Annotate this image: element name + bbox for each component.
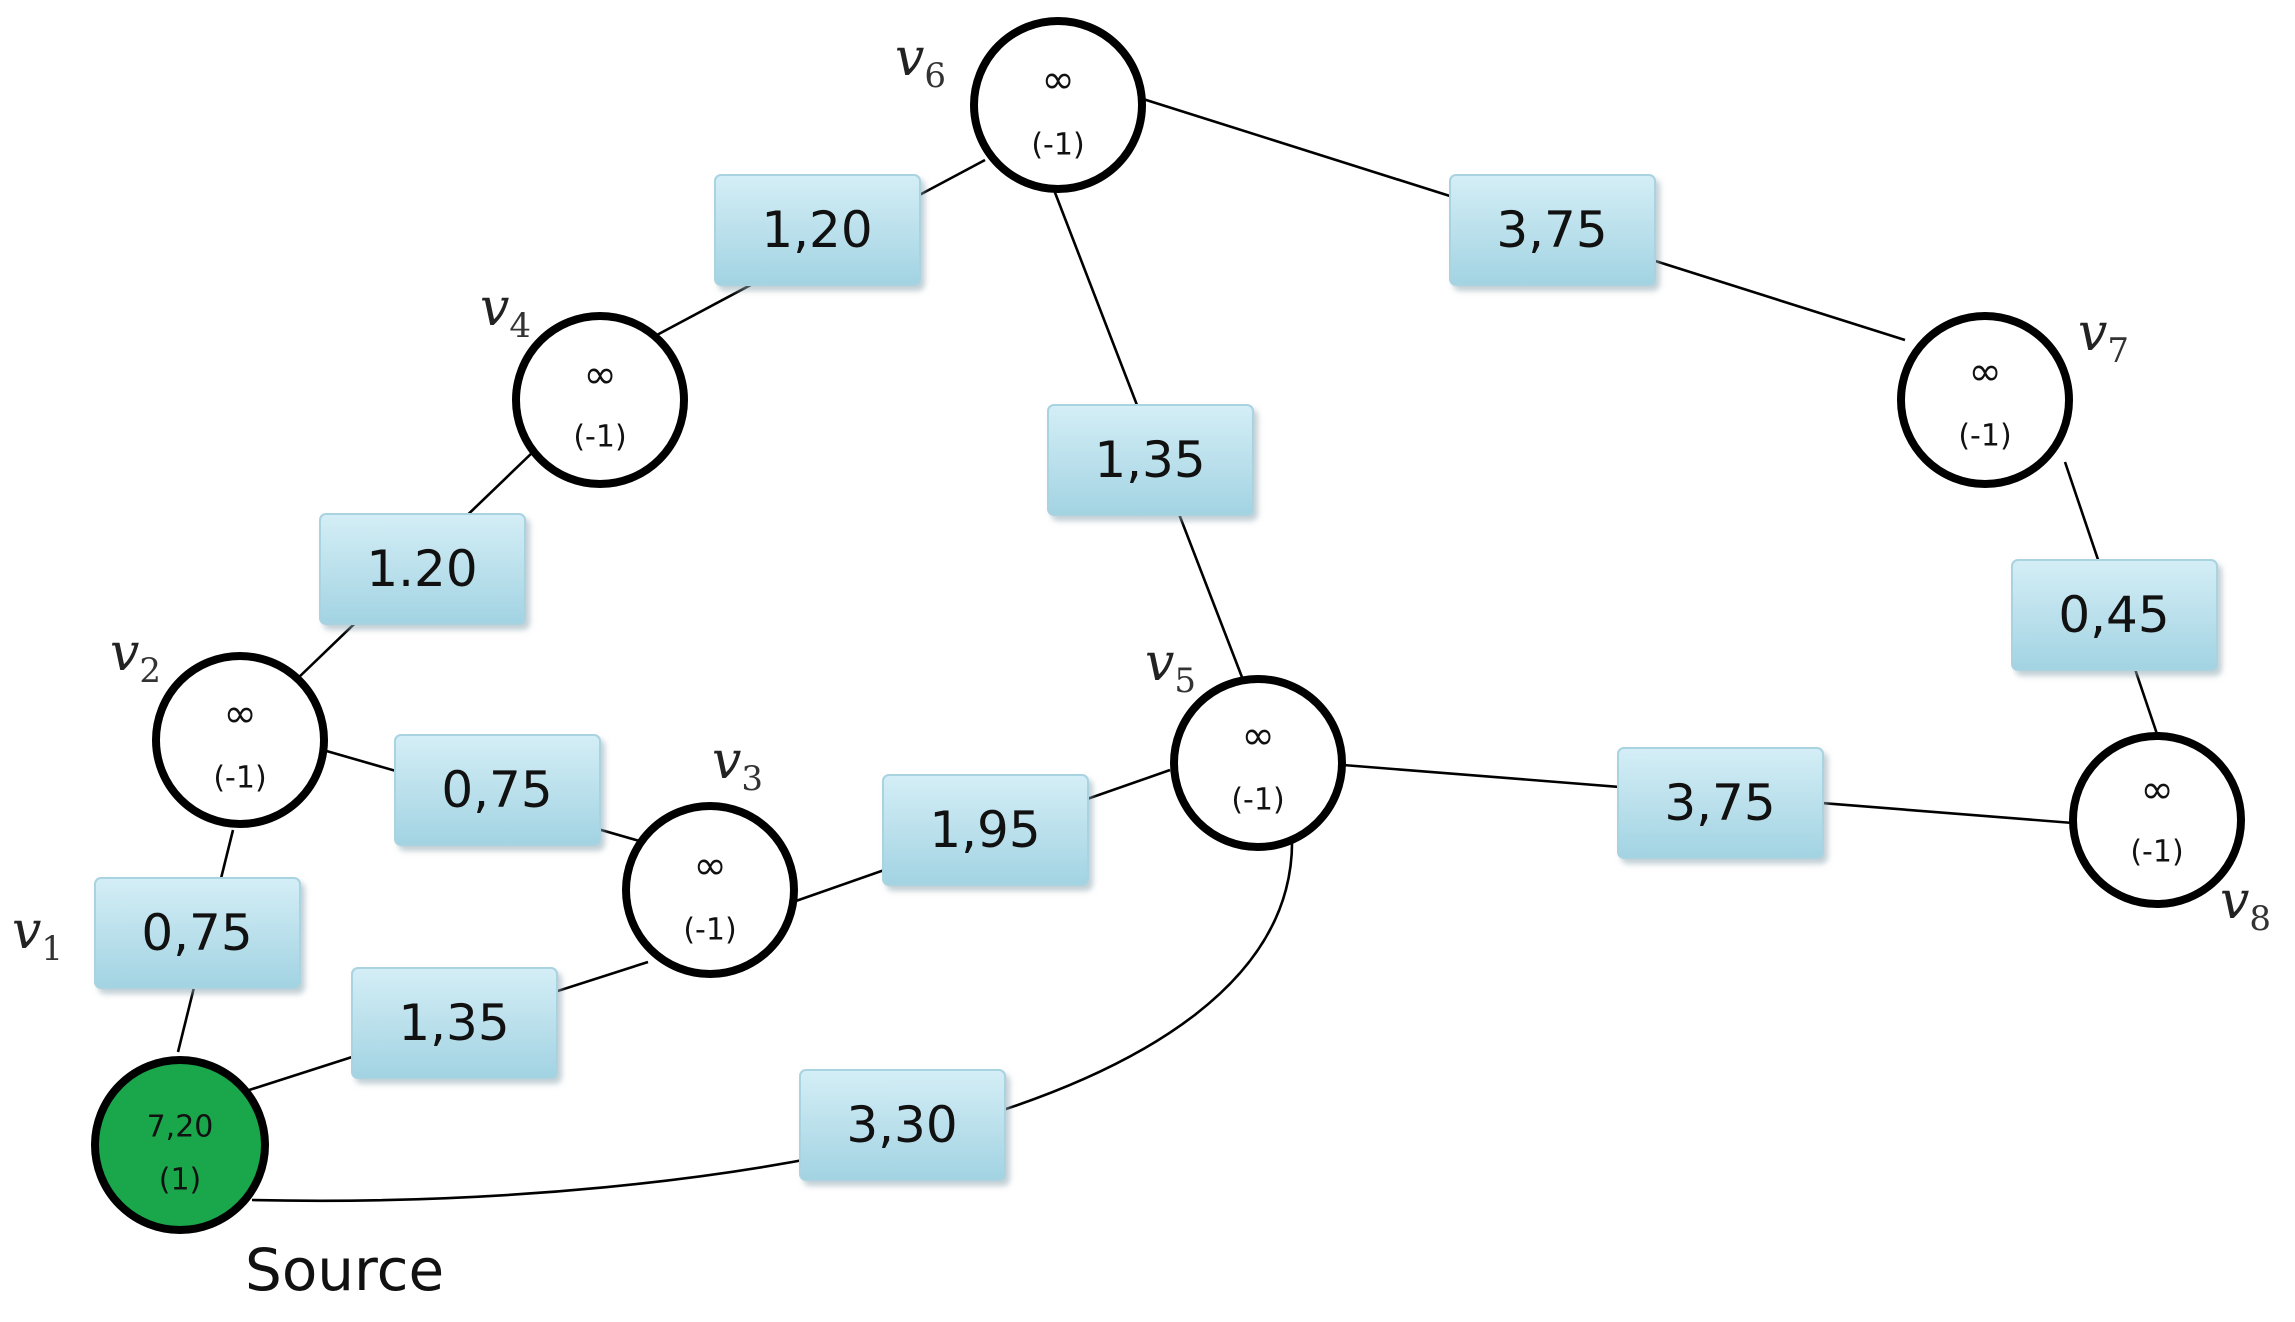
- label-v2-sub: 2: [139, 651, 161, 691]
- weight-label: 3,30: [846, 1096, 957, 1154]
- weight-v7-v8: 0,45: [2011, 559, 2218, 671]
- weight-box: [1047, 404, 1254, 516]
- node-predecessor: (-1): [2130, 835, 2183, 870]
- weight-label: 3,75: [1664, 774, 1775, 832]
- label-v2: v2: [110, 623, 161, 691]
- weight-label: 1,20: [761, 201, 872, 259]
- label-v8-letter: v: [2220, 871, 2249, 931]
- label-v5: v5: [1145, 633, 1196, 701]
- weight-v3-v5: 1,95: [882, 774, 1089, 886]
- node-v2: ∞ (-1): [152, 652, 328, 828]
- label-v2-letter: v: [110, 623, 139, 683]
- label-v5-sub: 5: [1174, 661, 1196, 701]
- weight-label: 0,45: [2058, 586, 2169, 644]
- label-v1-sub: 1: [41, 929, 63, 969]
- node-v3: ∞ (-1): [622, 802, 798, 978]
- node-distance: ∞: [693, 843, 726, 889]
- source-caption: Source: [245, 1236, 444, 1304]
- weight-source-v2: 0,75: [94, 877, 301, 989]
- node-v6: ∞ (-1): [970, 17, 1146, 193]
- node-distance: ∞: [583, 352, 616, 398]
- weight-label: 1,35: [398, 994, 509, 1052]
- nodes: 7,20 (1) ∞ (-1) ∞ (-1) ∞ (-1) ∞ (-1) ∞ (…: [91, 17, 2245, 1234]
- node-circle: [152, 652, 328, 828]
- label-v4-letter: v: [480, 278, 509, 338]
- weight-box: [319, 513, 526, 625]
- weight-box: [1449, 174, 1656, 286]
- node-predecessor: (-1): [1231, 783, 1284, 818]
- node-predecessor: (1): [159, 1163, 202, 1198]
- weight-box: [351, 967, 558, 1079]
- weight-v2-v4: 1.20: [319, 513, 526, 625]
- node-v5: ∞ (-1): [1170, 675, 1346, 851]
- node-circle: [1170, 675, 1346, 851]
- node-circle: [622, 802, 798, 978]
- node-distance: ∞: [2140, 767, 2173, 813]
- weight-box: [714, 174, 921, 286]
- node-distance: ∞: [1241, 713, 1274, 759]
- weight-box: [1617, 747, 1824, 859]
- node-v8: ∞ (-1): [2069, 732, 2245, 908]
- weight-v6-v7: 3,75: [1449, 174, 1656, 286]
- label-v8-sub: 8: [2249, 899, 2271, 939]
- label-v7-letter: v: [2078, 303, 2107, 363]
- node-v4: ∞ (-1): [512, 312, 688, 488]
- label-v4: v4: [480, 278, 531, 346]
- label-v6-letter: v: [895, 28, 924, 88]
- label-v3-letter: v: [712, 731, 741, 791]
- weight-label: 0,75: [441, 761, 552, 819]
- node-distance: ∞: [1041, 57, 1074, 103]
- weight-source-v5: 3,30: [799, 1069, 1006, 1181]
- label-v1: v1: [12, 901, 63, 969]
- node-circle: [2069, 732, 2245, 908]
- node-predecessor: (-1): [1031, 128, 1084, 163]
- weight-box: [94, 877, 301, 989]
- node-source: 7,20 (1): [91, 1056, 269, 1234]
- weight-label: 1,95: [929, 801, 1040, 859]
- weight-v6-v5: 1,35: [1047, 404, 1254, 516]
- edge-weights: 0,75 1,35 3,30 1.20 0,75 1,20 1,95 1,35: [94, 174, 2218, 1181]
- weight-box: [882, 774, 1089, 886]
- label-v7: v7: [2078, 303, 2129, 371]
- node-circle: [91, 1056, 269, 1234]
- weight-box: [2011, 559, 2218, 671]
- node-labels: v1 v2 v3 v4 v5 v6 v7 v8: [12, 28, 2271, 969]
- label-v3-sub: 3: [741, 759, 763, 799]
- weight-source-v3: 1,35: [351, 967, 558, 1079]
- node-circle: [970, 17, 1146, 193]
- weight-v2-v3: 0,75: [394, 734, 601, 846]
- node-distance: 7,20: [147, 1110, 214, 1145]
- weight-label: 0,75: [141, 904, 252, 962]
- label-v8: v8: [2220, 871, 2271, 939]
- node-predecessor: (-1): [683, 913, 736, 948]
- node-v7: ∞ (-1): [1897, 312, 2073, 488]
- weight-v5-v8: 3,75: [1617, 747, 1824, 859]
- weight-label: 3,75: [1496, 201, 1607, 259]
- label-v1-letter: v: [12, 901, 41, 961]
- node-predecessor: (-1): [213, 761, 266, 796]
- node-circle: [512, 312, 688, 488]
- label-v7-sub: 7: [2107, 331, 2129, 371]
- node-predecessor: (-1): [1958, 419, 2011, 454]
- node-distance: ∞: [223, 691, 256, 737]
- label-v6-sub: 6: [924, 56, 946, 96]
- label-v6: v6: [895, 28, 946, 96]
- label-v3: v3: [712, 731, 763, 799]
- node-predecessor: (-1): [573, 420, 626, 455]
- weight-label: 1.20: [366, 540, 477, 598]
- node-distance: ∞: [1968, 349, 2001, 395]
- label-v4-sub: 4: [509, 306, 531, 346]
- weight-box: [394, 734, 601, 846]
- label-v5-letter: v: [1145, 633, 1174, 693]
- weight-label: 1,35: [1094, 431, 1205, 489]
- weight-box: [799, 1069, 1006, 1181]
- node-circle: [1897, 312, 2073, 488]
- weight-v4-v6: 1,20: [714, 174, 921, 286]
